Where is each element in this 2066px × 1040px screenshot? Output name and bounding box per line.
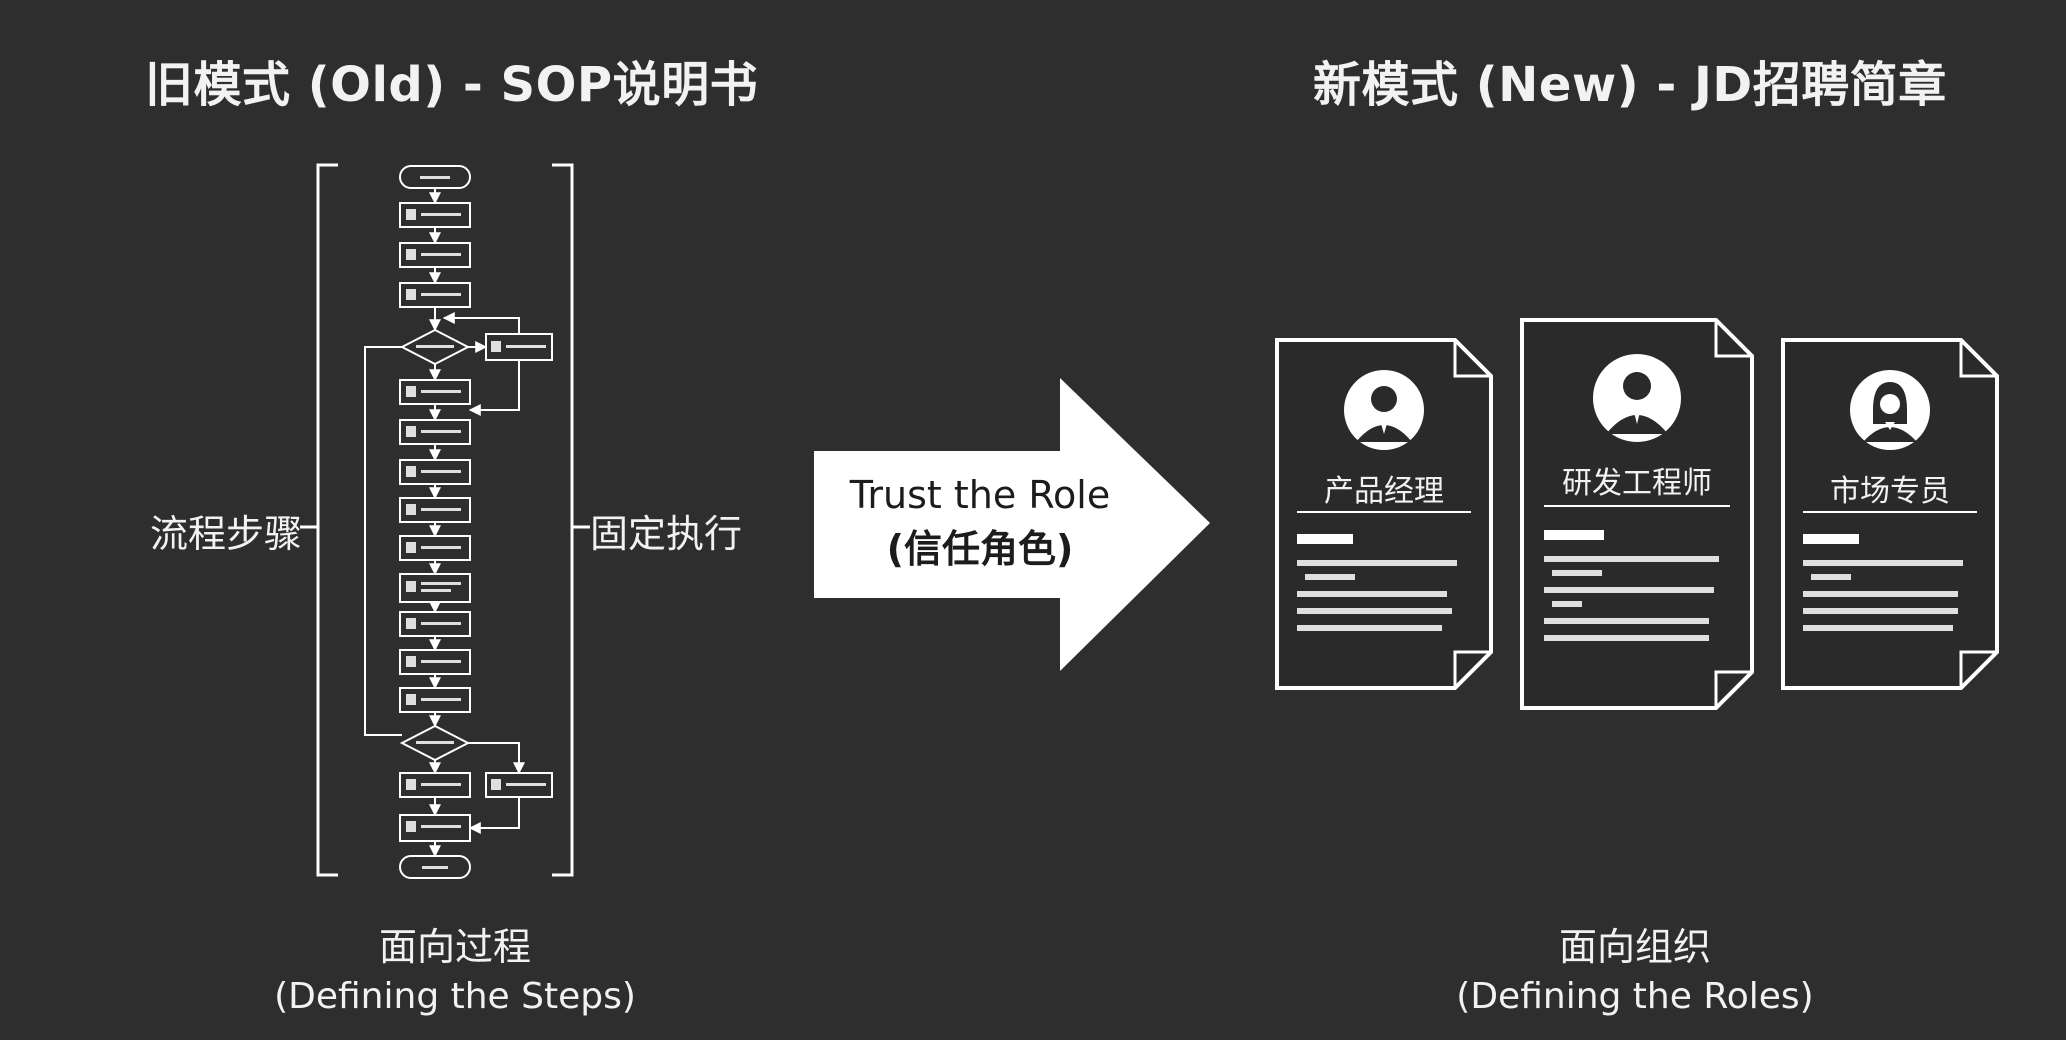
trust-arrow (814, 378, 1210, 671)
right-caption-sub: (Defining the Roles) (1456, 976, 1814, 1017)
flow-end-node (399, 855, 471, 879)
male-avatar-icon (1593, 354, 1681, 442)
jd-card-role-title: 产品经理 (1324, 474, 1444, 509)
jd-card-marketing-specialist: 市场专员 (1781, 338, 1999, 690)
arrow-label-line1: Trust the Role (849, 473, 1111, 517)
jd-card-role-title: 市场专员 (1830, 474, 1950, 509)
male-avatar-icon (1344, 370, 1424, 450)
arrow-shape (814, 378, 1210, 671)
right-caption-main: 面向组织 (1558, 925, 1711, 969)
fixed-execution-label: 固定执行 (590, 512, 743, 556)
left-bracket (316, 163, 338, 877)
right-caption: 面向组织 (Defining the Roles) (1410, 922, 1860, 1022)
jd-card-role-title: 研发工程师 (1562, 466, 1712, 501)
process-steps-label: 流程步骤 (150, 512, 303, 556)
arrow-label: Trust the Role (信任角色) (820, 468, 1140, 576)
arrow-label-line2: (信任角色) (886, 527, 1074, 571)
right-bracket (552, 163, 574, 877)
female-avatar-icon (1850, 370, 1930, 450)
left-caption: 面向过程 (Defining the Steps) (235, 922, 675, 1022)
old-mode-title: 旧模式 (Old) - SOP说明书 (145, 57, 759, 113)
jd-card-product-manager: 产品经理 (1275, 338, 1493, 690)
jd-card-rd-engineer: 研发工程师 (1520, 318, 1754, 710)
left-caption-main: 面向过程 (378, 925, 531, 969)
left-caption-sub: (Defining the Steps) (274, 976, 636, 1017)
new-mode-title: 新模式 (New) - JD招聘简章 (1313, 57, 1947, 113)
